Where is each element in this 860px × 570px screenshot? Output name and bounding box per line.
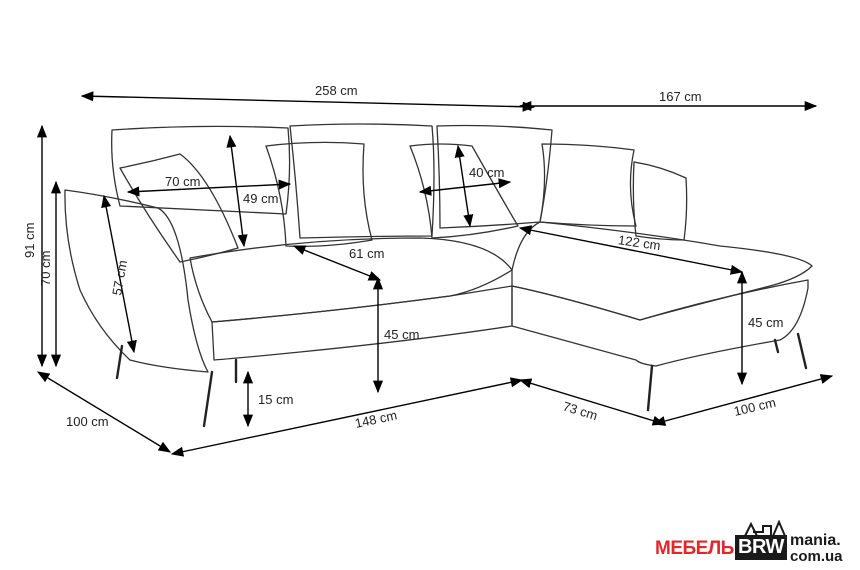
label-seat-depth: 61 cm <box>349 246 384 261</box>
arrow-122 <box>518 225 744 275</box>
label-total-height: 91 cm <box>22 223 37 258</box>
label-chaise-depth: 100 cm <box>732 395 777 419</box>
leg-1 <box>115 344 124 380</box>
dimension-arrows <box>36 91 834 457</box>
brand-part-3: mania. <box>790 532 841 549</box>
chaise-base <box>511 279 809 367</box>
chaise-seat <box>511 221 813 321</box>
label-total-length: 258 cm <box>315 83 358 98</box>
label-armrest-length: 57 cm <box>109 259 130 296</box>
label-pillow-height: 49 cm <box>243 191 278 206</box>
label-chaise-seat-height: 45 cm <box>748 315 783 330</box>
leg-6 <box>773 338 780 354</box>
left-armrest <box>64 189 209 373</box>
label-armrest-height: 70 cm <box>38 251 53 286</box>
brand-logo: МЕБЕЛЬ BRW mania. com.ua <box>655 520 855 566</box>
label-chaise-seat-length: 122 cm <box>617 232 661 253</box>
arrow-49 <box>226 134 248 248</box>
throw-pillow-1 <box>119 153 239 263</box>
brand-part-4: com.ua <box>790 548 843 565</box>
leg-5 <box>796 332 808 370</box>
throw-pillow-4 <box>539 143 637 227</box>
arrow-57 <box>101 194 137 354</box>
brand-part-1: МЕБЕЛЬ <box>655 538 734 559</box>
label-base-length: 148 cm <box>354 407 399 431</box>
arrow-61 <box>292 245 382 281</box>
back-cushion-middle <box>289 123 435 239</box>
arrow-100-depth <box>36 371 172 453</box>
arrow-100-chaise <box>652 374 834 426</box>
label-chaise-length: 167 cm <box>659 89 702 104</box>
label-depth: 100 cm <box>66 414 109 429</box>
label-cushion-width: 70 cm <box>165 174 200 189</box>
label-leg-height: 15 cm <box>258 392 293 407</box>
throw-pillow-2 <box>265 141 373 248</box>
arrow-40-vertical <box>454 144 474 228</box>
arrow-73 <box>518 378 666 426</box>
arrow-70-cushion <box>126 179 292 197</box>
brand-part-2: BRW <box>735 535 787 560</box>
leg-4 <box>646 364 654 412</box>
furniture-icon <box>744 520 786 537</box>
sofa-outline <box>64 123 813 428</box>
label-seat-height: 45 cm <box>384 327 419 342</box>
leg-2 <box>202 370 214 428</box>
seat-base <box>211 285 513 361</box>
label-small-pillow: 40 cm <box>469 165 504 180</box>
arrow-148 <box>170 377 524 457</box>
chaise-armrest <box>632 161 688 241</box>
arrow-258 <box>80 91 536 112</box>
